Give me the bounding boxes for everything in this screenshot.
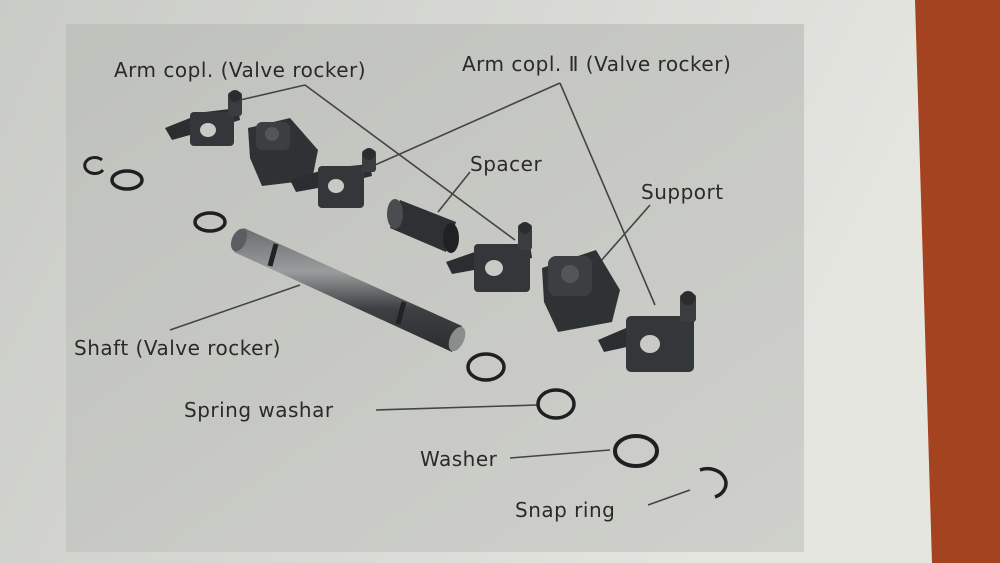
support-1	[248, 118, 318, 186]
washer	[613, 434, 659, 468]
leader-shaft	[169, 284, 301, 331]
snap-ring-left	[83, 156, 105, 175]
washer-left-2	[193, 211, 227, 233]
label-shaft: Shaft (Valve rocker)	[74, 336, 281, 360]
leader-spacer	[437, 171, 471, 213]
label-arm-copl: Arm copl. (Valve rocker)	[114, 58, 367, 82]
support-2	[542, 250, 620, 332]
leader-arm-copl-ii-1	[374, 82, 561, 166]
leader-arm-copl-ii-2	[559, 82, 656, 306]
spring-washer	[536, 388, 576, 420]
leader-arm-copl-1	[239, 84, 306, 101]
rocker-arm-1	[165, 90, 242, 146]
label-spacer: Spacer	[470, 152, 543, 176]
label-spring-washer: Spring washar	[184, 398, 334, 422]
rocker-arm-3	[446, 222, 532, 292]
spacer	[387, 199, 459, 253]
figure-panel	[66, 24, 804, 552]
label-arm-copl-ii: Arm copl. Ⅱ (Valve rocker)	[462, 52, 732, 76]
label-support: Support	[641, 180, 724, 204]
leader-arm-copl-2	[304, 84, 516, 241]
snap-ring	[699, 466, 728, 499]
shaft-valve-rocker	[230, 228, 466, 352]
leader-spring-washer	[375, 404, 538, 411]
leader-snap-ring	[647, 489, 691, 506]
spring-washer-right	[466, 352, 506, 382]
washer-left-1	[110, 169, 144, 191]
leader-lines	[169, 82, 691, 506]
label-washer: Washer	[420, 447, 498, 471]
rocker-arm-2	[290, 148, 376, 208]
rings	[83, 156, 728, 499]
leader-washer	[509, 449, 611, 459]
rocker-arm-4	[598, 291, 696, 372]
label-snap-ring: Snap ring	[515, 498, 616, 522]
leader-support	[599, 204, 651, 263]
